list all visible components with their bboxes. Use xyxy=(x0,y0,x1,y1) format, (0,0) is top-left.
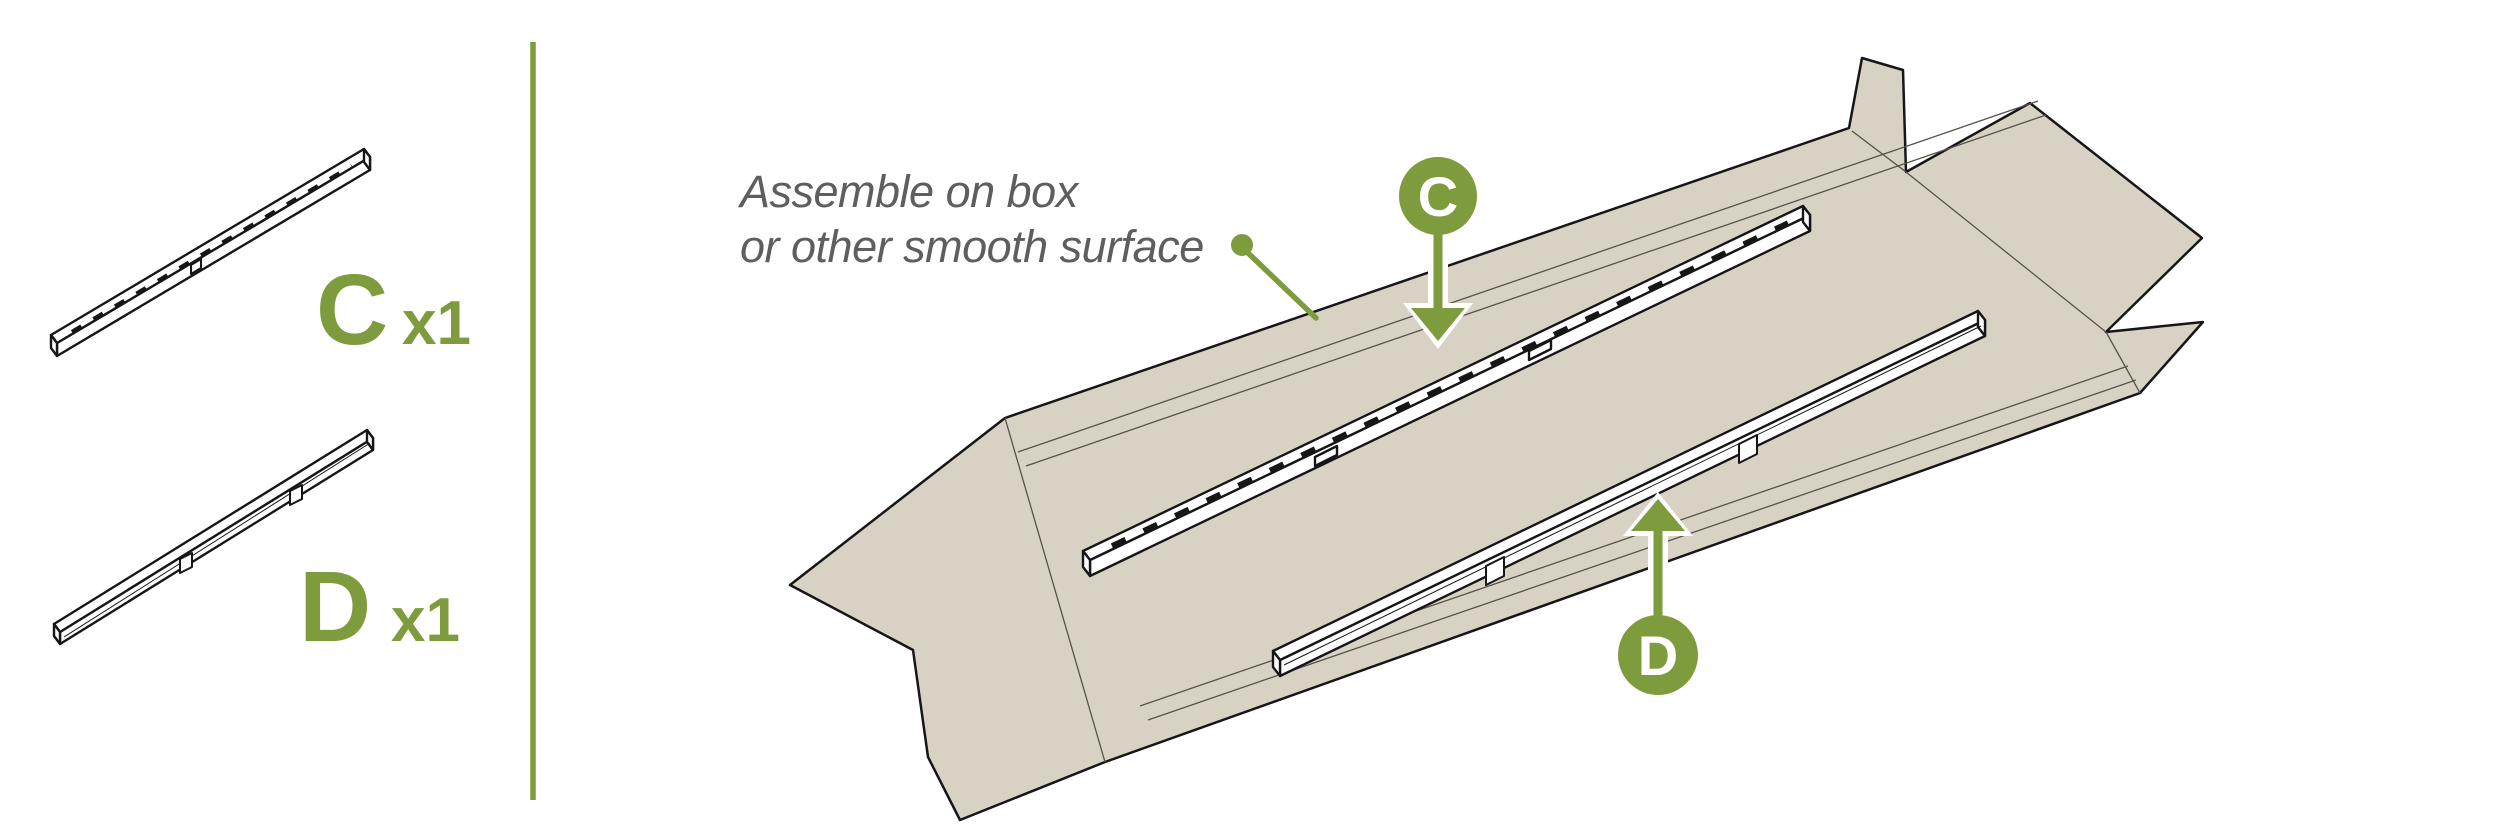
cardboard-outline xyxy=(788,56,2205,822)
part-c-letter: C xyxy=(316,254,388,366)
callout-d-arrowhead xyxy=(1631,499,1685,531)
note-line-2: or other smooth surface xyxy=(740,221,1204,272)
note-leader-line xyxy=(1244,249,1319,321)
callout-c-arrowhead xyxy=(1411,308,1465,341)
callout-d-arrow-stem xyxy=(1653,528,1663,616)
fold-line xyxy=(1905,171,2107,333)
callout-d-label: D xyxy=(1638,624,1678,687)
callout-c: C xyxy=(1399,157,1477,349)
part-c-qty: x1 xyxy=(402,289,471,358)
fold-line xyxy=(2105,331,2141,394)
part-d-qty: x1 xyxy=(391,586,460,655)
fold-line xyxy=(1017,100,2039,453)
rail-d-on-box xyxy=(1271,309,1987,678)
callout-d-badge xyxy=(1618,615,1698,695)
fold-line xyxy=(1851,130,1907,173)
part-c-drawing xyxy=(49,147,372,358)
fold-line xyxy=(1004,417,1106,763)
callout-c-badge xyxy=(1399,157,1477,235)
part-d-drawing xyxy=(52,428,375,646)
callout-c-label: C xyxy=(1418,165,1458,228)
assembly-scene: Assemble on box or other smooth surface … xyxy=(737,56,2205,822)
rail-c-on-box xyxy=(1081,204,1812,578)
part-d-letter: D xyxy=(299,551,371,663)
parts-panel: C x1 D x1 xyxy=(49,147,471,663)
fold-line xyxy=(1025,114,2047,467)
callout-c-arrow-stem xyxy=(1433,230,1443,314)
note: Assemble on box or other smooth surface xyxy=(737,166,1319,321)
fold-line xyxy=(1147,379,2137,721)
callout-d: D xyxy=(1618,492,1698,695)
note-line-1: Assemble on box xyxy=(737,166,1080,217)
